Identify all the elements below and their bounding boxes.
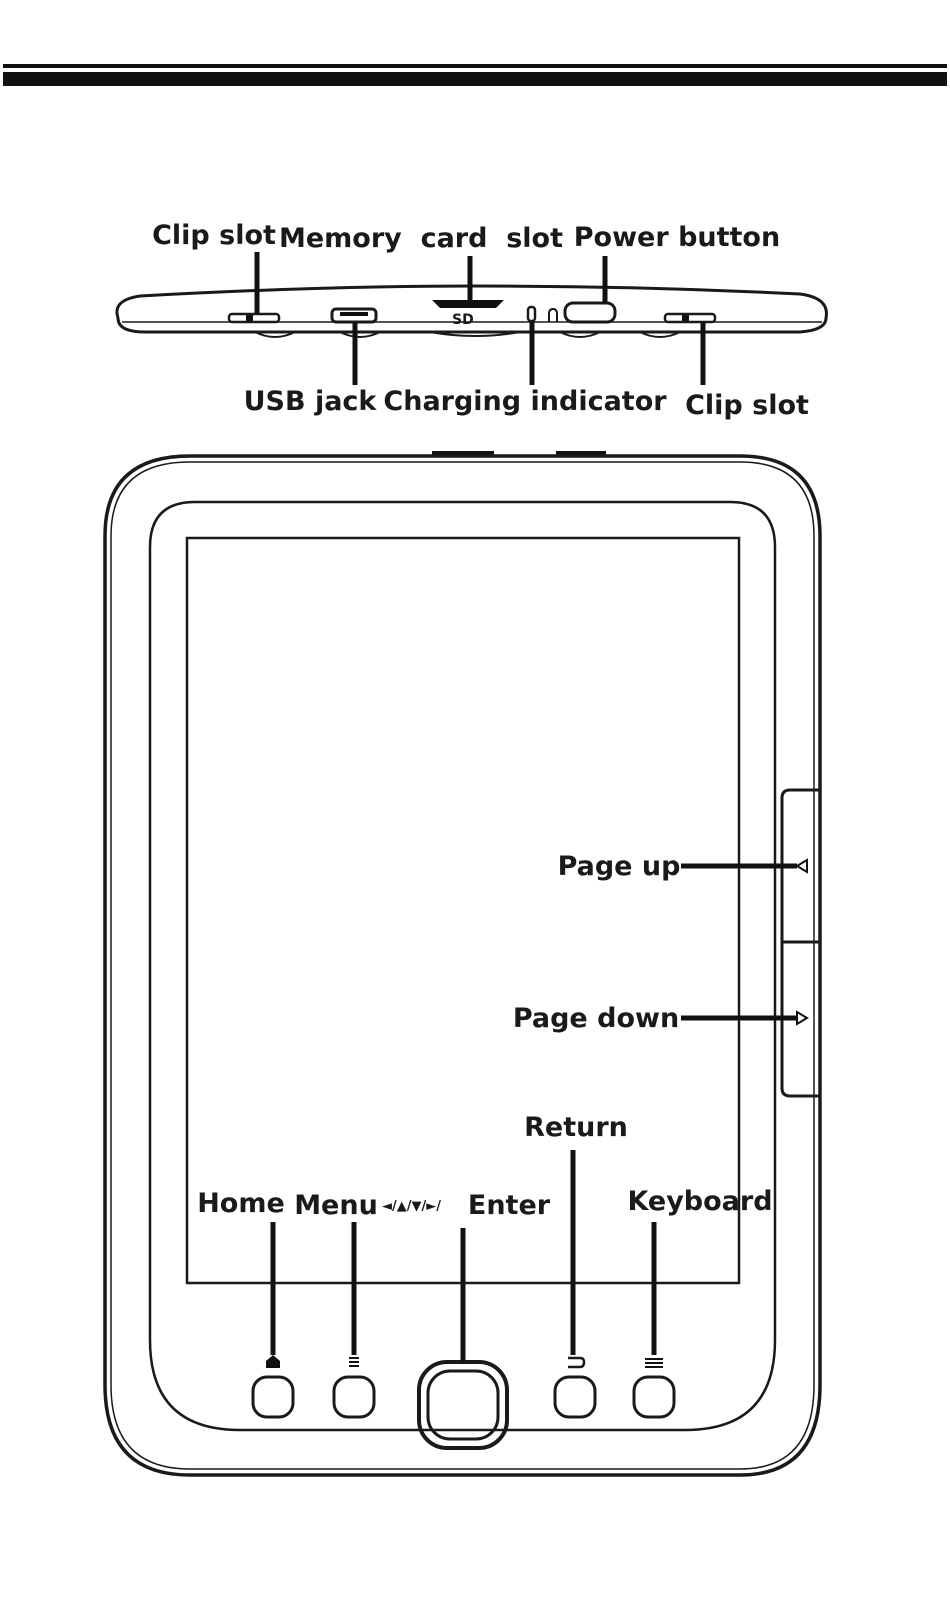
clip-slot-left bbox=[229, 314, 279, 322]
power-button[interactable] bbox=[565, 303, 615, 322]
return-button[interactable] bbox=[555, 1358, 595, 1417]
svg-text:SD: SD bbox=[452, 312, 474, 328]
label-clip-slot-bottom: Clip slot bbox=[685, 390, 809, 421]
label-power-button: Power button bbox=[574, 222, 780, 253]
screen bbox=[187, 538, 739, 1283]
memory-card-slot: SD bbox=[432, 300, 504, 328]
menu-button[interactable] bbox=[334, 1357, 374, 1417]
return-arrow-icon bbox=[568, 1358, 584, 1367]
right-triangle-icon bbox=[797, 1012, 807, 1024]
menu-icon bbox=[349, 1357, 359, 1367]
usb-jack bbox=[332, 309, 376, 322]
label-menu: Menu bbox=[294, 1190, 378, 1221]
enter-dpad-button[interactable] bbox=[419, 1362, 507, 1448]
home-icon bbox=[266, 1355, 280, 1368]
label-page-down: Page down bbox=[513, 1003, 679, 1034]
label-page-up: Page up bbox=[558, 851, 681, 882]
label-clip-slot-top: Clip slot bbox=[152, 220, 276, 251]
label-keyboard: Keyboard bbox=[627, 1186, 772, 1217]
clip-slot-right bbox=[665, 314, 715, 322]
keyboard-button[interactable] bbox=[634, 1358, 674, 1417]
label-home: Home bbox=[197, 1188, 285, 1219]
keyboard-icon bbox=[645, 1358, 663, 1368]
label-usb-jack: USB jack bbox=[244, 386, 378, 417]
label-nav-arrows: ◄/▲/▼/►/ bbox=[382, 1199, 441, 1214]
left-triangle-icon bbox=[797, 860, 807, 872]
label-enter: Enter bbox=[468, 1190, 551, 1221]
charging-indicator-led bbox=[528, 307, 557, 322]
label-memory-card-slot: Memory card slot bbox=[279, 223, 563, 254]
label-return: Return bbox=[524, 1112, 628, 1143]
header-rule bbox=[3, 64, 947, 86]
home-button[interactable] bbox=[253, 1355, 293, 1417]
label-charging-indicator: Charging indicator bbox=[383, 386, 667, 417]
